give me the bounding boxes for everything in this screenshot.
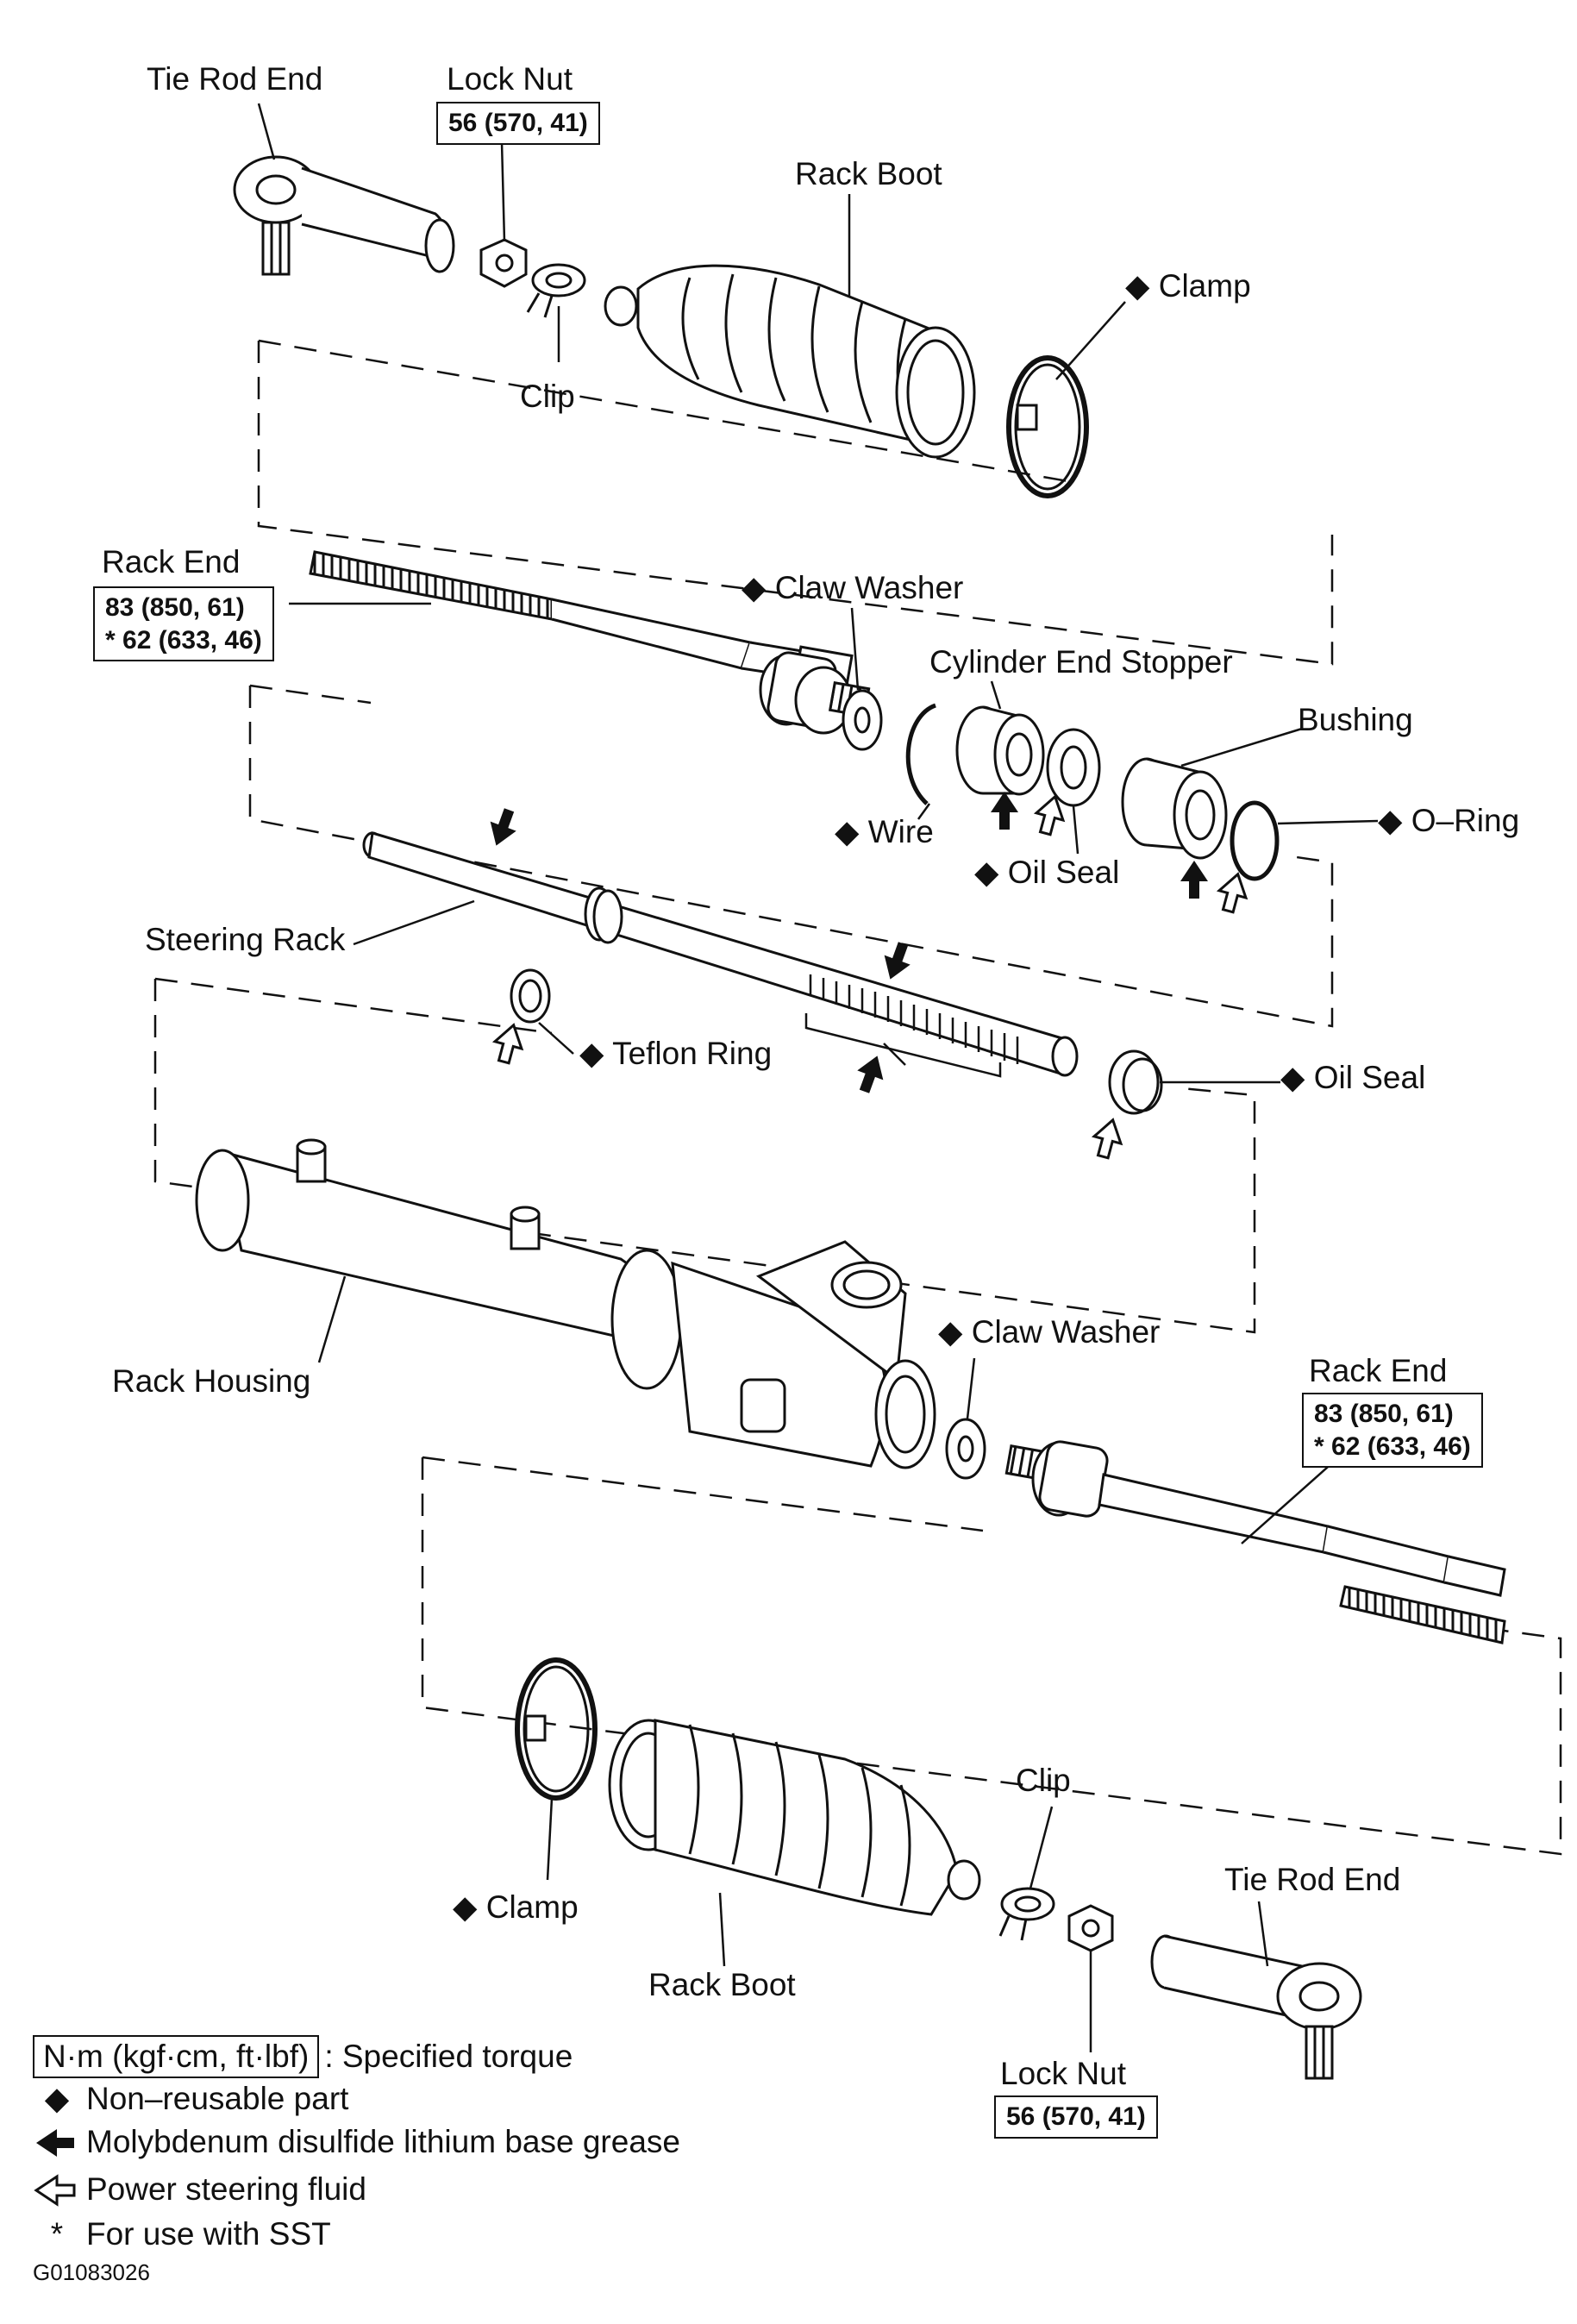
legend-sst: * For use with SST: [33, 2216, 331, 2252]
legend-non-reusable-text: Non–reusable part: [86, 2080, 349, 2116]
torque-value: 56 (570, 41): [448, 109, 588, 137]
torque-value: 83 (850, 61): [105, 593, 245, 622]
label-lock-nut-top: Lock Nut: [447, 61, 573, 97]
label-steering-rack: Steering Rack: [145, 922, 346, 957]
label-claw-washer-top: ◆ Claw Washer: [742, 570, 964, 605]
o-ring: [1230, 800, 1280, 881]
label-rack-end-left: Rack End: [102, 544, 241, 579]
legend-sst-text: For use with SST: [86, 2216, 331, 2252]
leader-lines: [257, 103, 1379, 2052]
legend-non-reusable: ◆ Non–reusable part: [33, 2080, 349, 2117]
claw-washer-bottom: [945, 1418, 986, 1480]
label-tie-rod-end-bottom: Tie Rod End: [1224, 1862, 1401, 1897]
grease-arrow-icon: [851, 1050, 891, 1097]
label-oil-seal-right: ◆ Oil Seal: [1280, 1060, 1426, 1095]
label-rack-boot-bottom: Rack Boot: [648, 1967, 796, 2002]
fluid-arrow-icon: [1088, 1115, 1128, 1162]
grease-arrow-icon: [36, 2129, 74, 2157]
bushing: [1121, 757, 1228, 860]
diamond-icon: ◆: [44, 2081, 70, 2116]
legend-torque: N·m (kgf·cm, ft·lbf) : Specified torque: [33, 2035, 573, 2078]
label-claw-washer-bottom: ◆ Claw Washer: [938, 1314, 1161, 1350]
wire: [905, 703, 937, 805]
clip-top: [526, 263, 586, 318]
oil-seal-right: [1108, 1049, 1163, 1115]
legend-symbols: [34, 2129, 76, 2207]
label-wire: ◆ Wire: [835, 814, 934, 849]
lock-nut-bottom: [1067, 1904, 1114, 1952]
tie-rod-end-bottom: [1150, 1934, 1362, 2080]
steering-rack: [362, 831, 1079, 1078]
lock-nut-top: [479, 238, 528, 288]
legend-grease: Molybdenum disulfide lithium base grease: [33, 2124, 680, 2160]
figure-id: G01083026: [33, 2259, 150, 2285]
dashed-guide-lines: [153, 339, 1562, 1856]
teflon-ring: [510, 968, 551, 1024]
label-rack-end-right: Rack End: [1309, 1353, 1448, 1388]
label-clip-top: Clip: [520, 379, 575, 414]
oil-seal-mid: [1046, 728, 1101, 807]
grease-arrow-icon: [1180, 861, 1208, 899]
label-clip-bottom: Clip: [1016, 1763, 1071, 1798]
label-rack-boot-top: Rack Boot: [795, 156, 942, 191]
asterisk-icon: *: [50, 2216, 64, 2252]
label-teflon-ring: ◆ Teflon Ring: [579, 1036, 773, 1071]
grease-arrow-icon: [991, 792, 1018, 830]
torque-box-rack-end-left: 83 (850, 61) * 62 (633, 46): [93, 586, 274, 661]
clamp-top: [1006, 355, 1089, 498]
torque-value: 56 (570, 41): [1006, 2102, 1146, 2131]
label-clamp-top: ◆ Clamp: [1125, 268, 1251, 304]
fluid-arrow-icon: [34, 2174, 76, 2207]
rack-end-left: [309, 550, 871, 735]
torque-value-sst: * 62 (633, 46): [1314, 1431, 1471, 1461]
label-oil-seal-mid: ◆ Oil Seal: [974, 855, 1120, 890]
label-o-ring: ◆ O–Ring: [1378, 803, 1520, 838]
torque-value-sst: * 62 (633, 46): [105, 625, 262, 655]
rack-boot-bottom: [608, 1719, 981, 1916]
label-tie-rod-end-top: Tie Rod End: [147, 61, 323, 97]
rack-housing: [195, 1138, 936, 1469]
claw-washer-top: [842, 689, 883, 751]
clip-bottom: [998, 1887, 1055, 1941]
label-lock-nut-bottom: Lock Nut: [1000, 2056, 1127, 2091]
legend-torque-units: N·m (kgf·cm, ft·lbf): [33, 2035, 320, 2078]
label-rack-housing: Rack Housing: [112, 1363, 311, 1399]
legend-fluid-text: Power steering fluid: [86, 2171, 366, 2207]
clamp-bottom: [515, 1657, 598, 1801]
label-clamp-bottom: ◆ Clamp: [453, 1889, 579, 1925]
cylinder-end-stopper: [955, 705, 1045, 796]
label-bushing: Bushing: [1298, 702, 1413, 737]
torque-value: 83 (850, 61): [1314, 1400, 1454, 1428]
legend-torque-desc: : Specified torque: [324, 2039, 573, 2074]
torque-box-rack-end-right: 83 (850, 61) * 62 (633, 46): [1302, 1393, 1483, 1468]
label-cylinder-end-stopper: Cylinder End Stopper: [929, 644, 1233, 680]
legend-grease-text: Molybdenum disulfide lithium base grease: [86, 2124, 680, 2159]
torque-box-lock-nut-top: 56 (570, 41): [436, 102, 600, 145]
rack-end-right: [1004, 1440, 1506, 1644]
rack-boot-top: [604, 264, 976, 459]
torque-box-lock-nut-bottom: 56 (570, 41): [994, 2095, 1158, 2139]
grease-arrow-icon: [483, 805, 523, 851]
tie-rod-end-top: [233, 155, 455, 276]
legend-fluid: Power steering fluid: [33, 2171, 366, 2208]
